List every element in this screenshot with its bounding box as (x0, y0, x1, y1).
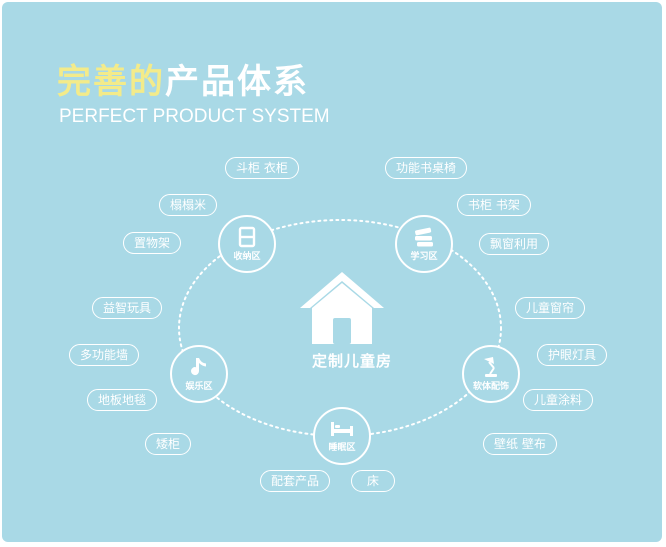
zone-decor-label: 软体配饰 (472, 382, 509, 392)
zone-storage-label: 收纳区 (233, 252, 261, 262)
zone-study: 学习区 (395, 215, 453, 273)
title-accent: 完善的 (57, 62, 165, 102)
connection-ring (178, 219, 502, 437)
item-desk-chair: 功能书桌椅 (385, 157, 468, 179)
zone-decor: 软体配饰 (462, 345, 520, 403)
cabinet-icon (238, 226, 256, 248)
center-label: 定制儿童房 (311, 352, 392, 370)
product-system-infographic: 完善的产品体系 PERFECT PRODUCT SYSTEM 定制儿童房 收纳区… (2, 2, 662, 542)
page-subtitle: PERFECT PRODUCT SYSTEM (59, 106, 330, 127)
item-bookshelf: 书柜 书架 (457, 194, 531, 216)
item-bed: 床 (351, 470, 395, 492)
bed-icon (331, 422, 353, 436)
zone-play: 娱乐区 (170, 345, 228, 403)
zone-play-label: 娱乐区 (185, 382, 213, 392)
item-eye-lamp: 护眼灯具 (537, 344, 608, 366)
zone-sleep-label: 睡眠区 (328, 443, 356, 453)
item-floor-mat: 地板地毯 (87, 389, 158, 411)
item-func-wall: 多功能墙 (69, 344, 140, 366)
zone-sleep: 睡眠区 (313, 407, 371, 465)
item-toys: 益智玩具 (92, 297, 163, 319)
item-bay-window: 飘窗利用 (479, 233, 550, 255)
zone-study-label: 学习区 (410, 252, 438, 262)
item-low-cabinet: 矮柜 (145, 433, 192, 455)
item-kids-paint: 儿童涂料 (523, 389, 594, 411)
item-accessories: 配套产品 (260, 470, 331, 492)
item-curtain: 儿童窗帘 (515, 297, 586, 319)
item-shelf-rack: 置物架 (123, 232, 182, 254)
item-wardrobe: 斗柜 衣柜 (225, 157, 299, 179)
item-wallpaper: 壁纸 壁布 (483, 433, 557, 455)
books-icon (415, 227, 433, 247)
title-main: 产品体系 (165, 62, 309, 102)
item-tatami: 榻榻米 (159, 194, 218, 216)
desk-lamp-icon (484, 357, 497, 377)
music-note-icon (191, 358, 206, 376)
zone-storage: 收纳区 (218, 215, 276, 273)
page-title: 完善的产品体系 (57, 54, 309, 103)
house-icon (300, 272, 384, 344)
